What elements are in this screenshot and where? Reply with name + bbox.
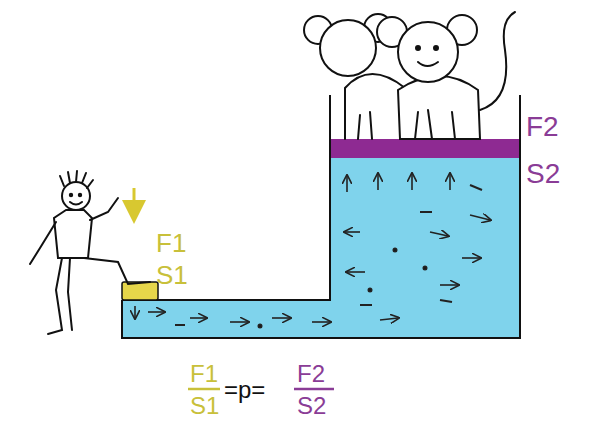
force-arrow bbox=[133, 188, 136, 212]
boy-figure bbox=[30, 171, 150, 334]
formula-term: =p= bbox=[224, 378, 265, 402]
large-piston bbox=[331, 139, 519, 158]
formula-term: F2 bbox=[297, 362, 325, 386]
formula-term: F1 bbox=[190, 362, 218, 386]
fraction-bar bbox=[188, 388, 220, 391]
pressure-arrows bbox=[135, 174, 490, 322]
area-label: S1 bbox=[156, 262, 188, 288]
force-label: F1 bbox=[156, 230, 186, 256]
monkeys bbox=[304, 12, 515, 139]
area-label: S2 bbox=[526, 160, 560, 188]
formula-term: S2 bbox=[297, 394, 326, 418]
force-label: F2 bbox=[526, 113, 559, 141]
formula-term: S1 bbox=[190, 394, 219, 418]
flow-dashes bbox=[175, 185, 482, 328]
fraction-bar bbox=[294, 388, 334, 391]
liquid bbox=[123, 158, 519, 337]
